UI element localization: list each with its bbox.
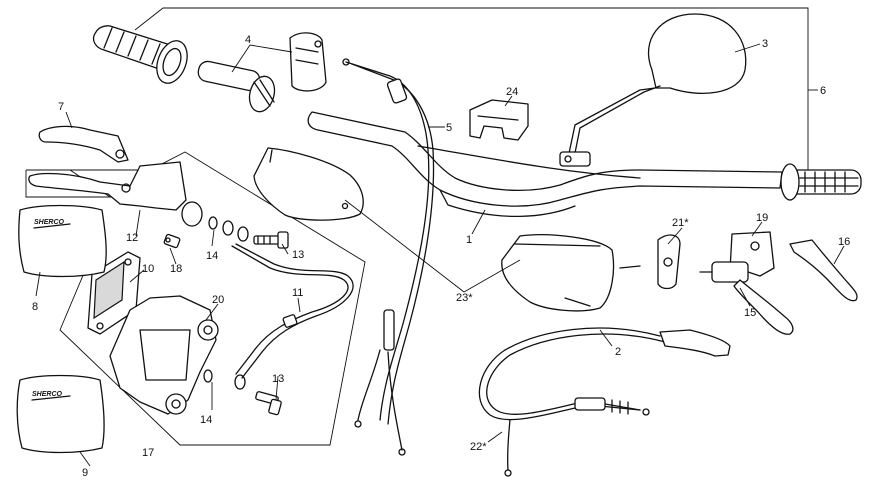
callout-15: 15 (744, 307, 756, 319)
callout-13-upper: 13 (292, 249, 304, 261)
mirror (559, 13, 747, 167)
callout-14-lower: 14 (200, 414, 212, 426)
callout-21: 21* (672, 217, 689, 229)
callout-3: 3 (762, 38, 768, 50)
callout-2: 2 (615, 346, 621, 358)
throttle-cable (342, 58, 435, 456)
cover (469, 99, 529, 141)
callout-12: 12 (126, 232, 138, 244)
callout-4: 4 (245, 34, 251, 46)
brake-master-cylinder-left (28, 161, 203, 227)
callout-17: 17 (142, 447, 154, 459)
handlebar (307, 111, 783, 218)
pouch-bottom-brand: SHERCO (32, 391, 63, 398)
leader-lines (35, 43, 845, 467)
pouch-top: SHERCO (18, 204, 107, 278)
callout-24: 24 (506, 86, 518, 98)
brake-lever-right (733, 279, 794, 335)
callout-19: 19 (756, 212, 768, 224)
callout-23: 23* (456, 292, 473, 304)
callout-9: 9 (82, 467, 88, 479)
callout-22: 22* (470, 441, 487, 453)
callout-1: 1 (466, 234, 472, 246)
pouch-top-brand: SHERCO (34, 219, 65, 226)
callout-6: 6 (820, 85, 826, 97)
right-grip (780, 163, 862, 201)
throttle-assembly (197, 32, 327, 113)
hand-guard-left (253, 147, 364, 221)
callout-5: 5 (446, 122, 452, 134)
callout-13-lower: 13 (272, 373, 284, 385)
banjo-bolt-upper (208, 216, 289, 249)
pouch-bottom: SHERCO (16, 374, 105, 454)
banjo-bolt-lower (203, 369, 282, 416)
callout-11: 11 (292, 287, 303, 299)
brake-master-cylinder-right (699, 231, 775, 283)
callout-8: 8 (32, 301, 38, 313)
brake-hose (231, 243, 354, 379)
callout-10: 10 (142, 263, 154, 275)
brake-caliper (109, 295, 219, 415)
callout-14-upper: 14 (206, 250, 218, 262)
brake-lever-left (38, 125, 129, 163)
left-grip (92, 25, 188, 84)
callout-16: 16 (838, 236, 850, 248)
grip-group-frame (134, 7, 809, 180)
callouts: 4 3 6 5 24 7 1 2 23* 21* 19 16 15 22* 11… (32, 34, 850, 479)
clutch-cable (478, 327, 731, 477)
clutch-lever (789, 239, 858, 302)
clutch-perch (619, 234, 681, 290)
bleeder-screw (163, 233, 181, 249)
callout-7: 7 (58, 101, 64, 113)
hand-guard-right (501, 234, 615, 312)
callout-20: 20 (212, 294, 224, 306)
callout-18: 18 (170, 263, 182, 275)
